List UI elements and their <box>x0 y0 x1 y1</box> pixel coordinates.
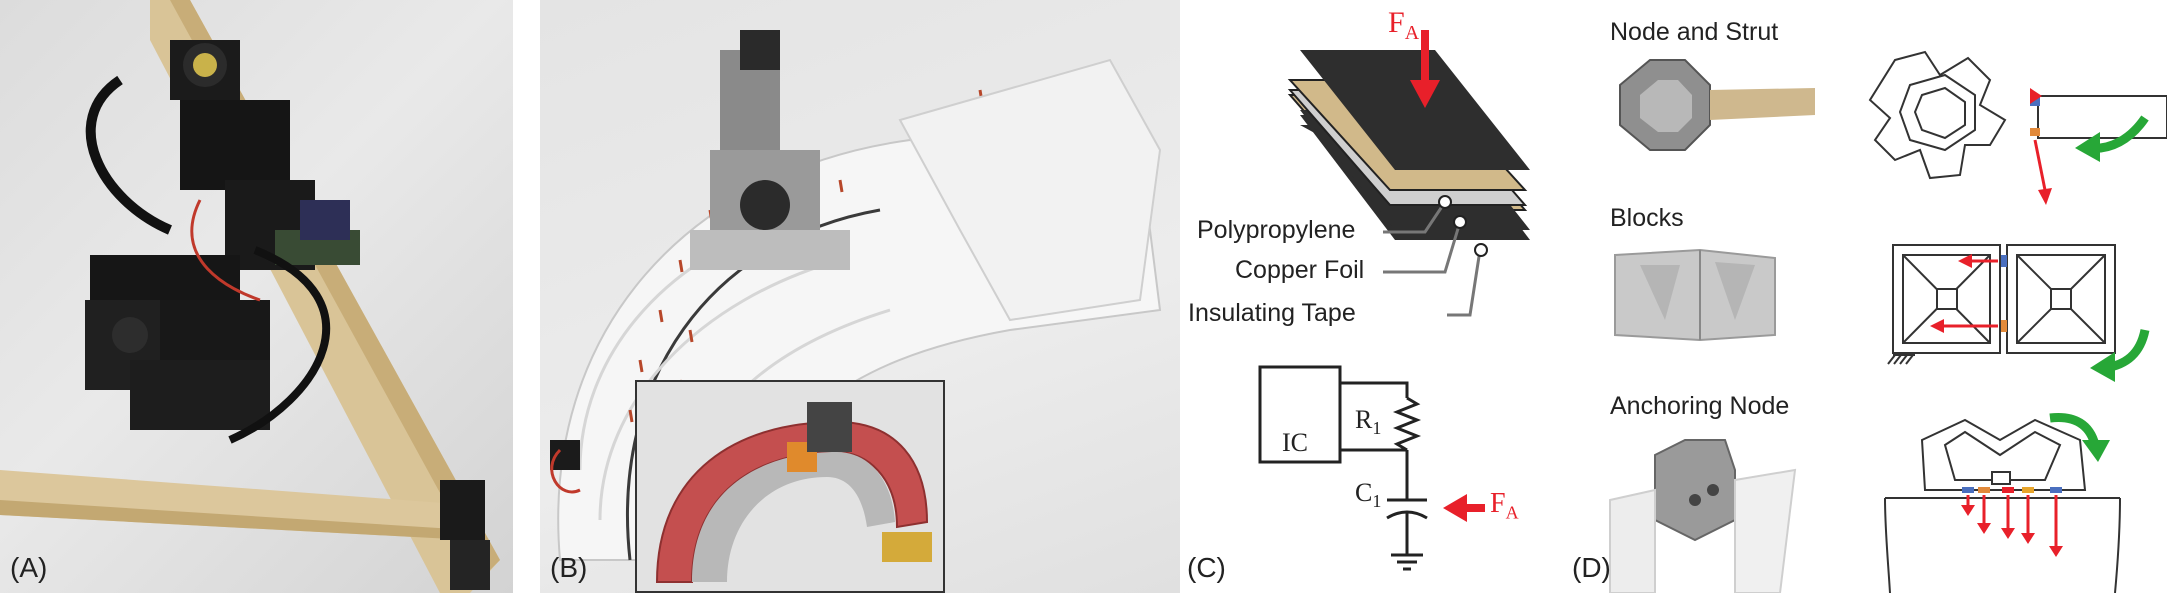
panel-d-label: (D) <box>1572 552 1611 583</box>
panel-b: (B) <box>540 0 1180 593</box>
blocks-render <box>1614 248 1776 342</box>
components-diagram <box>1609 50 2167 593</box>
panel-b-label: (B) <box>550 552 588 583</box>
capacitor-label: C1 <box>1355 478 1382 512</box>
section-title-blocks: Blocks <box>1610 204 1684 232</box>
panel-b-photo <box>540 0 1180 593</box>
ic-box <box>1258 365 1342 464</box>
panel-a: (A) <box>0 0 513 593</box>
layer-label-polypropylene: Polypropylene <box>1197 216 1356 244</box>
layer-label-insulating-tape: Insulating Tape <box>1188 299 1356 327</box>
inset-arch-illustration <box>655 402 932 583</box>
panel-d: Node and Strut Blocks Anchoring Node (D) <box>1570 0 2167 593</box>
panel-c: FA Polypropylene Copper Foil Insulating … <box>1185 0 1570 593</box>
circuit-force-arrow <box>1443 494 1467 522</box>
anchoring-node-schematic <box>1920 418 2087 491</box>
force-label-top: FA <box>1388 6 1420 44</box>
resistor-label: R1 <box>1355 405 1382 439</box>
force-arrow-head <box>1410 80 1440 108</box>
resistor-symbol <box>1392 396 1422 452</box>
strut-schematic <box>2037 95 2167 139</box>
blocks-schematic <box>1892 244 2116 354</box>
section-title-node-and-strut: Node and Strut <box>1610 18 1779 46</box>
panel-c-label: (C) <box>1187 552 1226 583</box>
robot-photo-illustration <box>0 0 500 593</box>
node-schematic <box>1868 50 2007 180</box>
ic-label: IC <box>1282 428 1308 457</box>
panel-a-label: (A) <box>10 552 48 583</box>
layer-label-copper-foil: Copper Foil <box>1235 256 1365 284</box>
force-label-circuit: FA <box>1490 488 1519 523</box>
anchor-force-arrows <box>1961 487 2063 557</box>
section-title-anchoring-node: Anchoring Node <box>1610 392 1790 420</box>
inset-render <box>635 380 945 593</box>
panel-a-photo <box>0 0 513 593</box>
anchoring-node-render <box>1654 439 1736 542</box>
strut-render <box>1710 88 1815 120</box>
sensor-diagram <box>1258 30 1530 571</box>
plate-top <box>1300 50 1530 170</box>
